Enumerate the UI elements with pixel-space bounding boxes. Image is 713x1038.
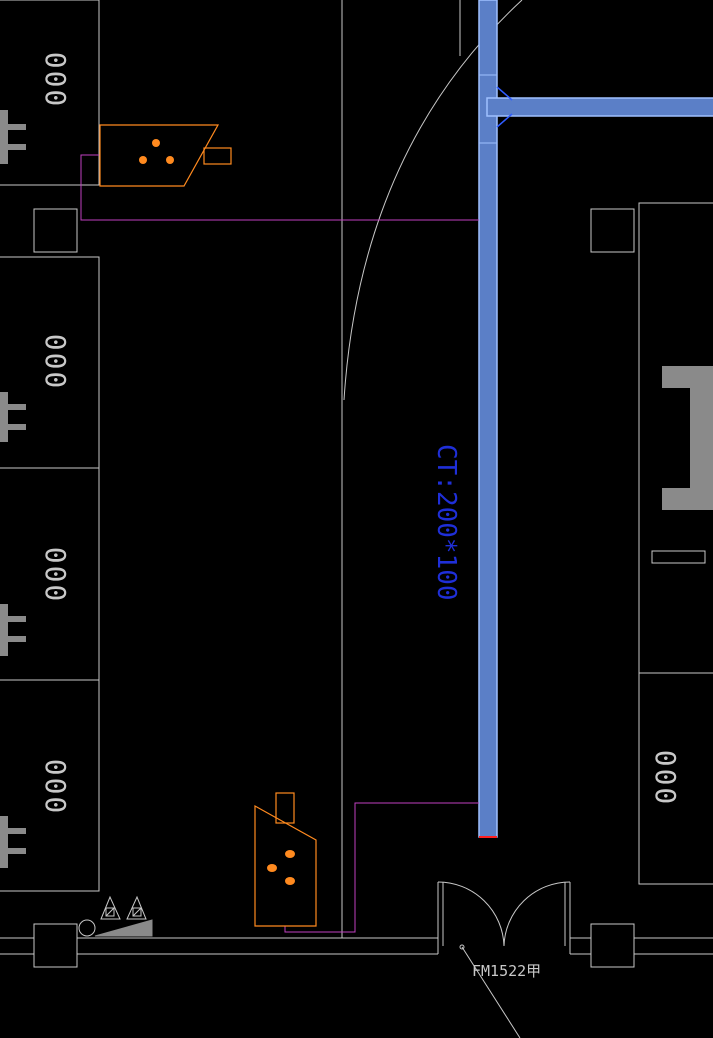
wall-lines [0,0,713,955]
cable-tray [478,0,713,838]
double-swing-door-icon [437,881,571,1038]
terminal-bracket-icon [0,816,26,868]
equipment-fixture-icon [99,124,232,187]
terminal-bracket-icon [0,604,26,656]
cabinet-code-label: 000 [39,759,72,816]
column [590,923,635,968]
terminal-bracket-icon [0,392,26,442]
right-cabinet [638,202,713,885]
equipment-fixture-icon [254,792,317,927]
door-tag-label: FM1522甲 [472,962,541,980]
tray-spec-label: CT:200*100 [431,444,461,601]
cabinet-code-label: 000 [39,334,72,391]
cable-tray-horizontal [486,97,713,117]
terminal-bracket-icon [0,110,26,164]
left-terminal-brackets [0,110,26,868]
cabinet-code-label: 000 [39,547,72,604]
cabinet-code-label: 000 [39,52,72,109]
left-cabinet-4 [0,679,100,892]
small-equipment-icon [78,895,153,937]
structural-columns [33,208,635,968]
slot [651,550,706,564]
column [33,923,78,968]
cabinet-code-label: 000 [649,750,682,807]
column [33,208,78,253]
left-cabinet-column [0,0,100,892]
left-cabinet-1 [0,0,100,186]
cable-tray-vertical [478,0,498,838]
column [590,208,635,253]
wiring [80,154,479,933]
right-bracket-icon [662,366,713,510]
